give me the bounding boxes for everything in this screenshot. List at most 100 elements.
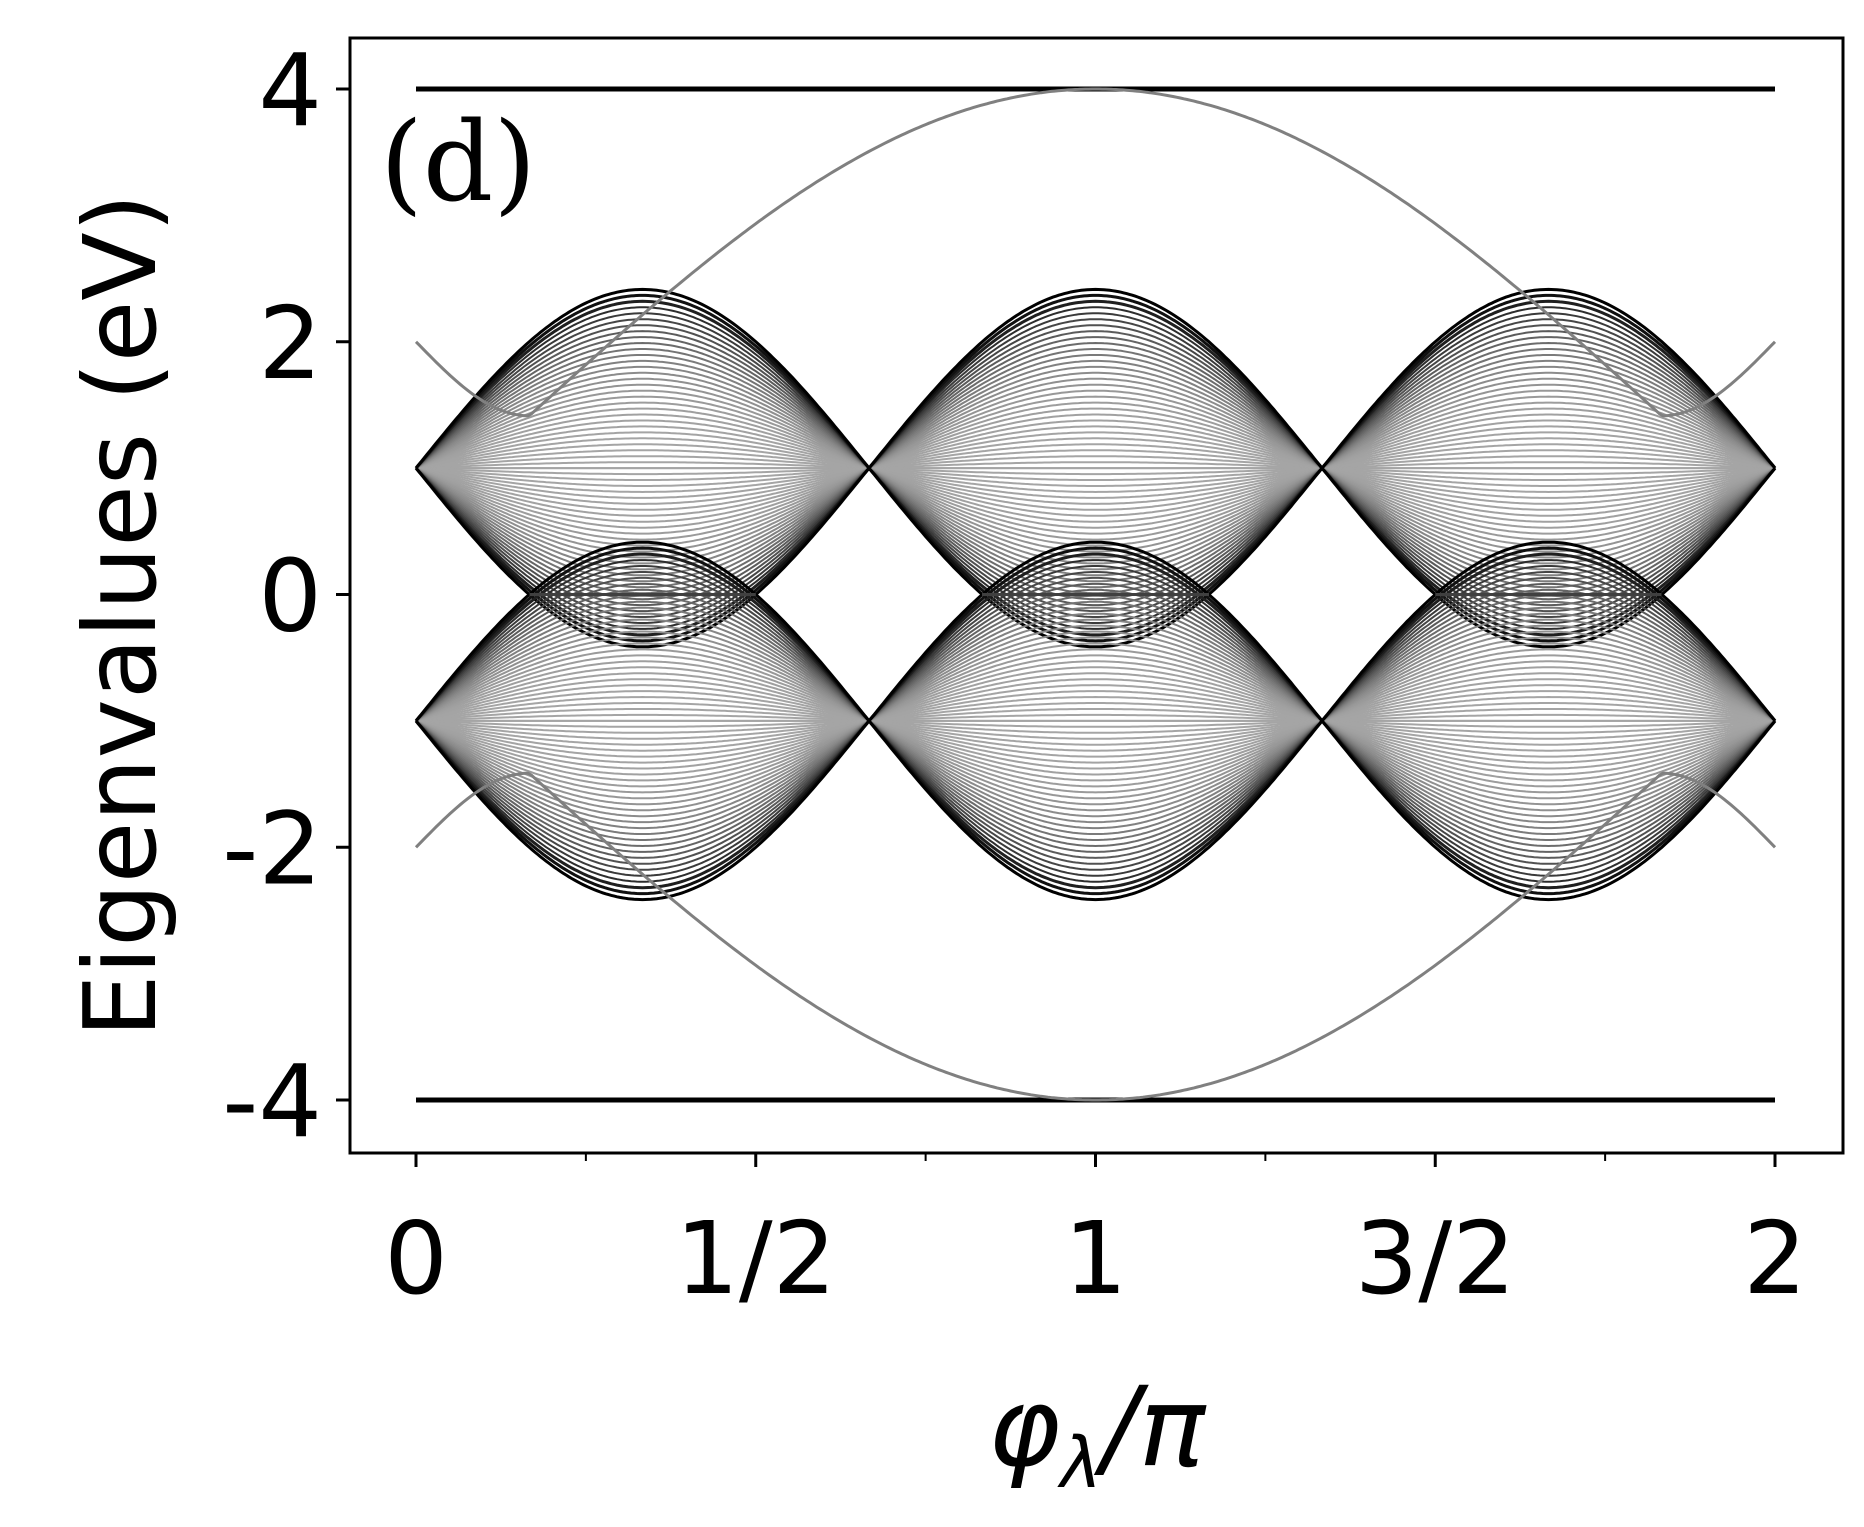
x-tick-label: 2 bbox=[1743, 1200, 1807, 1317]
band-line bbox=[415, 630, 1776, 723]
band-line bbox=[415, 719, 1776, 835]
band-line bbox=[415, 719, 1776, 824]
band-line bbox=[415, 425, 1776, 470]
band-line bbox=[415, 467, 1776, 487]
band-line bbox=[415, 719, 1776, 853]
band-line bbox=[415, 660, 1776, 722]
edge-state-line bbox=[414, 771, 1777, 1102]
y-tick-label: 4 bbox=[258, 32, 322, 149]
band-line bbox=[415, 702, 1776, 722]
y-axis-ticks: 420-2-4 bbox=[222, 32, 350, 1160]
band-line bbox=[415, 466, 1776, 577]
band-line bbox=[415, 371, 1776, 470]
band-line bbox=[415, 443, 1776, 470]
band-line bbox=[415, 678, 1776, 722]
band-line bbox=[415, 431, 1776, 470]
y-axis-label: Eigenvalues (eV) bbox=[62, 193, 179, 1037]
band-line bbox=[415, 467, 1776, 494]
y-tick-label: -4 bbox=[222, 1043, 322, 1160]
band-line bbox=[415, 467, 1776, 505]
band-line bbox=[415, 571, 1776, 723]
band-line bbox=[415, 713, 1776, 722]
band-line bbox=[415, 359, 1776, 470]
band-line bbox=[415, 467, 1776, 517]
band-line bbox=[415, 467, 1776, 476]
band-line bbox=[415, 407, 1776, 470]
band-line bbox=[415, 466, 1776, 565]
band-line bbox=[414, 465, 1777, 649]
band-line bbox=[415, 588, 1776, 723]
band-line bbox=[415, 624, 1776, 723]
band-line bbox=[415, 690, 1776, 722]
band-line bbox=[414, 546, 1777, 724]
band-line bbox=[415, 466, 1776, 618]
band-line bbox=[415, 565, 1776, 723]
band-line bbox=[415, 437, 1776, 470]
band-line bbox=[415, 636, 1776, 723]
band-line bbox=[415, 719, 1776, 782]
band-line bbox=[415, 324, 1776, 470]
band-line bbox=[415, 719, 1776, 740]
band-line bbox=[415, 719, 1776, 794]
band-line bbox=[415, 389, 1776, 470]
band-line bbox=[415, 330, 1776, 470]
band-line bbox=[415, 466, 1776, 553]
x-axis-label: φλ/π bbox=[988, 1363, 1207, 1504]
band-line bbox=[415, 719, 1776, 859]
y-tick-label: 2 bbox=[258, 285, 322, 402]
band-line bbox=[414, 465, 1777, 637]
band-line bbox=[415, 354, 1776, 470]
band-line bbox=[415, 466, 1776, 624]
band-line bbox=[415, 600, 1776, 723]
band-line bbox=[415, 672, 1776, 722]
series-lines bbox=[414, 86, 1777, 1103]
band-line bbox=[415, 466, 1776, 601]
band-line bbox=[415, 708, 1776, 722]
band-line bbox=[415, 336, 1776, 470]
band-line bbox=[415, 467, 1776, 499]
band-line bbox=[415, 467, 1776, 511]
band-line bbox=[415, 719, 1776, 818]
band-line bbox=[415, 719, 1776, 848]
band-line bbox=[415, 377, 1776, 470]
band-line bbox=[415, 719, 1776, 734]
band-line bbox=[415, 719, 1776, 841]
x-axis-label-rest: /π bbox=[1093, 1363, 1207, 1491]
band-line bbox=[415, 318, 1776, 470]
band-line bbox=[415, 419, 1776, 470]
band-line bbox=[415, 455, 1776, 470]
band-line bbox=[415, 466, 1776, 589]
band-line bbox=[415, 719, 1776, 806]
band-line bbox=[415, 612, 1776, 723]
band-line bbox=[415, 466, 1776, 613]
band-line bbox=[415, 719, 1776, 883]
band-line bbox=[415, 466, 1776, 583]
band-line bbox=[415, 466, 1776, 607]
band-line bbox=[415, 383, 1776, 470]
band-line bbox=[415, 606, 1776, 723]
band-line bbox=[414, 465, 1777, 643]
x-tick-label: 1 bbox=[1064, 1200, 1128, 1317]
band-line bbox=[415, 467, 1776, 523]
band-line bbox=[415, 719, 1776, 764]
band-line bbox=[415, 719, 1776, 800]
band-line bbox=[415, 467, 1776, 481]
x-tick-label: 0 bbox=[384, 1200, 448, 1317]
band-lines bbox=[414, 287, 1777, 902]
band-line bbox=[415, 719, 1776, 871]
edge-state-line bbox=[414, 87, 1777, 418]
band-line bbox=[415, 719, 1776, 788]
band-line bbox=[415, 648, 1776, 723]
band-line bbox=[415, 719, 1776, 770]
band-line bbox=[415, 466, 1776, 630]
band-line bbox=[415, 341, 1776, 470]
band-line bbox=[415, 559, 1776, 723]
band-line bbox=[414, 718, 1777, 890]
y-tick-label: -2 bbox=[222, 790, 322, 907]
band-line bbox=[415, 719, 1776, 758]
band-line bbox=[414, 299, 1777, 471]
band-line bbox=[415, 719, 1776, 728]
band-line bbox=[415, 695, 1776, 722]
